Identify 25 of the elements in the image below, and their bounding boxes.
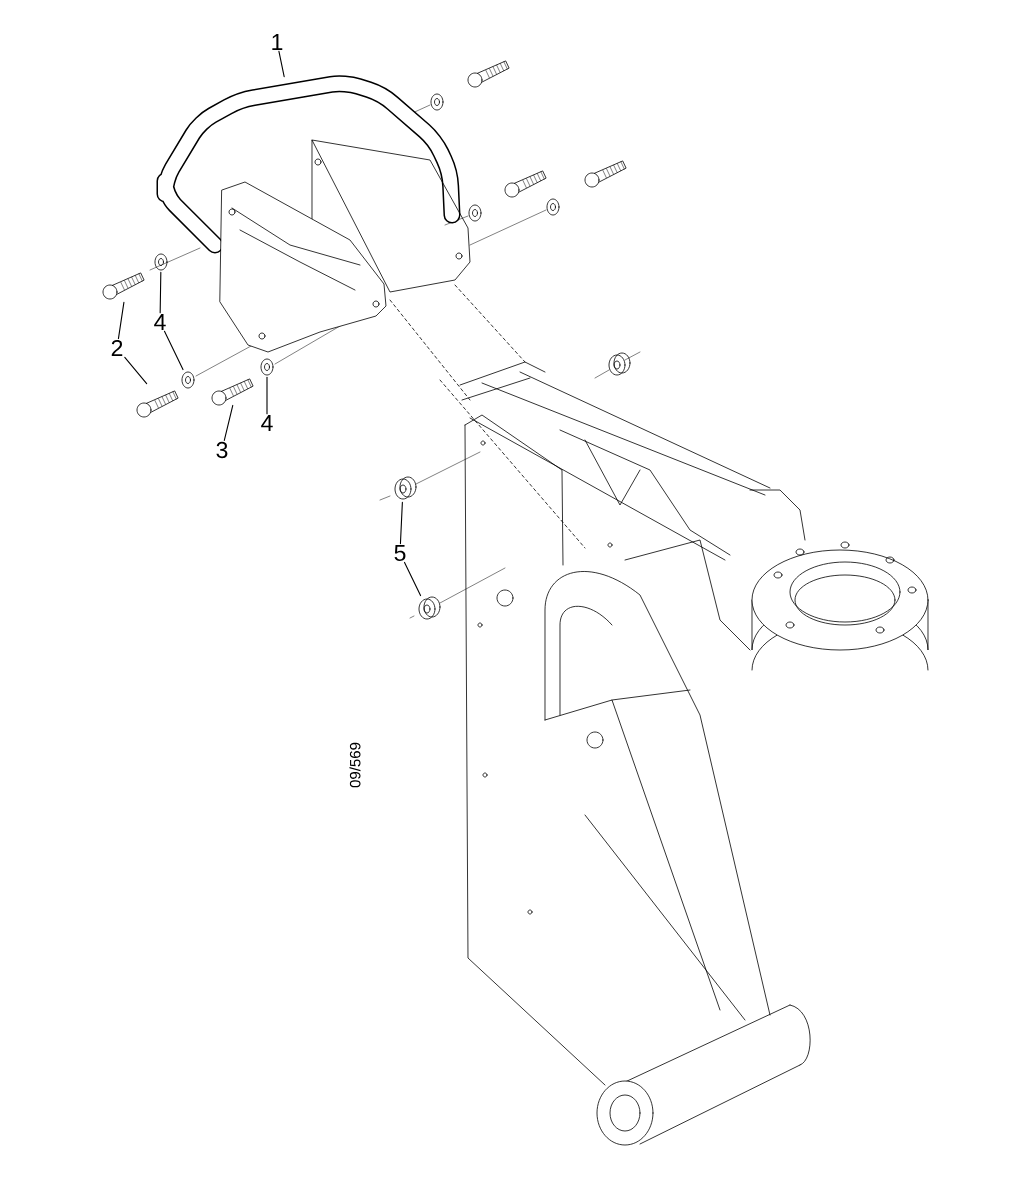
leader-line — [278, 50, 285, 78]
leader-line — [159, 271, 162, 314]
callout-number: 2 — [111, 340, 123, 357]
leader-line — [223, 404, 234, 442]
drawing-number: 09/569 — [349, 742, 361, 788]
washer — [181, 371, 195, 389]
callout-number: 4 — [154, 314, 166, 330]
leader-line — [399, 501, 403, 545]
callout-number: 4 — [261, 415, 273, 431]
handle-drawing — [156, 75, 471, 353]
leader-line — [124, 356, 148, 385]
washer — [260, 358, 274, 376]
callout-number: 1 — [272, 34, 283, 50]
leader-line — [163, 330, 184, 371]
leader-line — [404, 561, 422, 597]
washer — [154, 253, 168, 271]
spacer — [394, 476, 417, 500]
bolt — [211, 378, 254, 406]
spacer — [418, 596, 441, 620]
bolt — [136, 390, 179, 418]
leader-line — [117, 301, 125, 340]
leader-line — [266, 376, 268, 415]
bolt — [102, 272, 145, 300]
callout-number: 5 — [394, 545, 406, 562]
callout-number: 3 — [216, 441, 228, 459]
